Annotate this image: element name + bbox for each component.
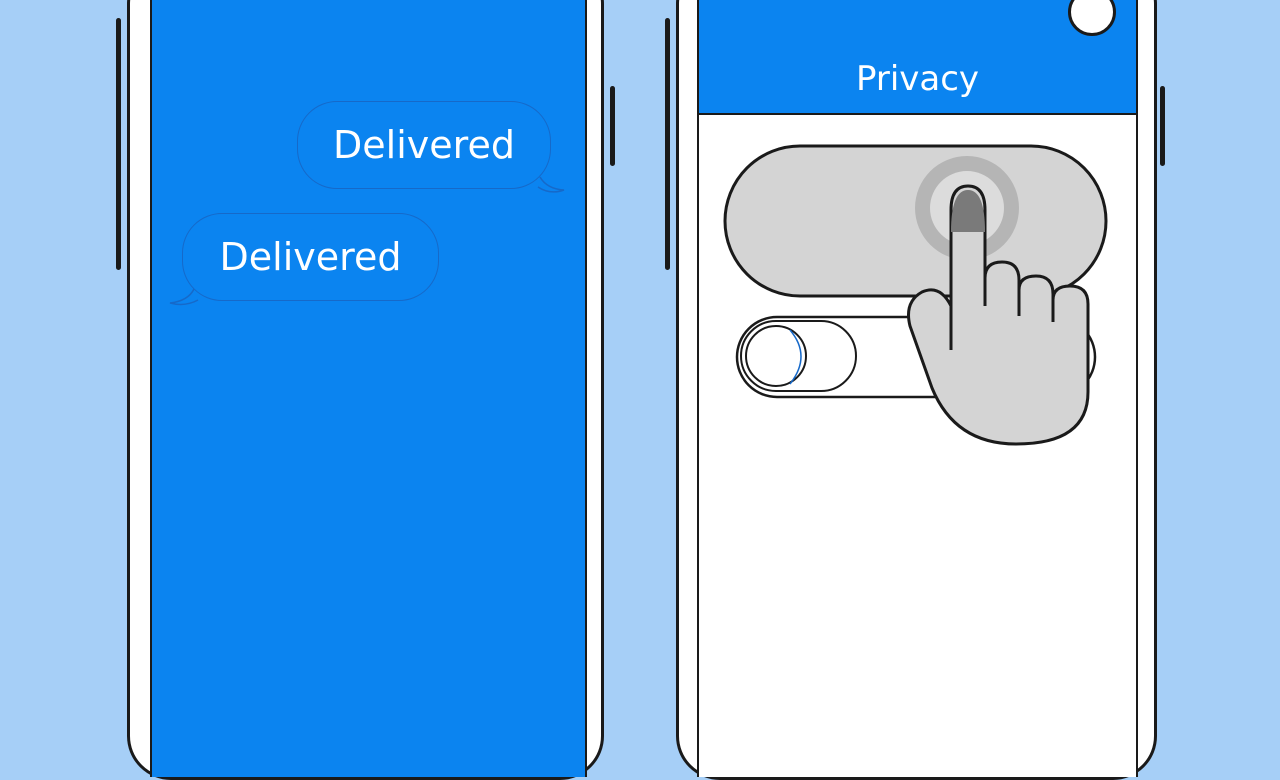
right-phone: Privacy — [676, 0, 1157, 780]
messages-screen: Delivered Delivered — [150, 0, 587, 777]
page-title: Privacy — [855, 59, 980, 99]
left-phone: Delivered Delivered — [127, 0, 604, 780]
side-button — [610, 86, 615, 166]
side-button — [1160, 86, 1165, 166]
side-button — [665, 18, 670, 270]
side-button — [116, 18, 121, 270]
message-text: Delivered — [333, 123, 515, 167]
privacy-screen: Privacy — [697, 0, 1138, 777]
status-indicator — [1068, 0, 1116, 36]
bubble-tails — [169, 176, 565, 306]
header-bar: Privacy — [699, 0, 1136, 115]
message-text: Delivered — [219, 235, 402, 279]
incoming-message-bubble[interactable]: Delivered — [182, 213, 439, 301]
outgoing-message-bubble[interactable]: Delivered — [297, 101, 551, 189]
